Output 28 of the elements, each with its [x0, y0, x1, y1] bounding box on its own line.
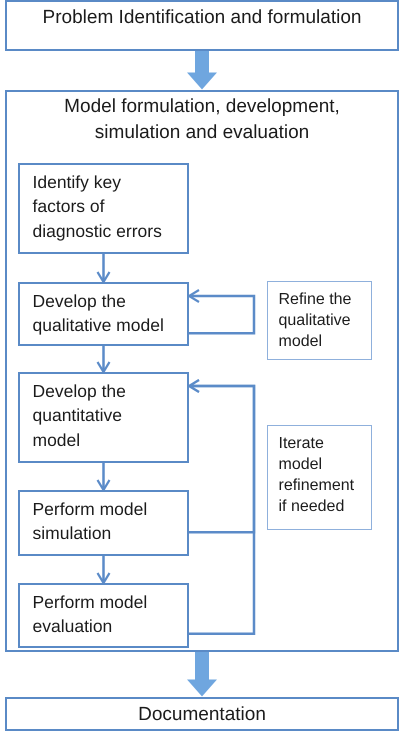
step-label: Develop the qualitative model — [32, 290, 165, 337]
process-box — [18, 162, 188, 254]
group-box — [5, 90, 399, 652]
process-box — [18, 582, 188, 648]
box-label: Documentation — [138, 702, 266, 726]
process-box — [5, 0, 399, 51]
group-title: Model formulation, development, simulation and evaluation — [63, 95, 341, 145]
process-box — [5, 697, 399, 731]
arrow — [96, 346, 111, 374]
step-label: Perform model simulation — [32, 498, 148, 545]
block-arrow — [187, 652, 217, 696]
note-box — [266, 280, 372, 360]
step-label: Develop the quantitative model — [32, 380, 127, 452]
arrow — [96, 556, 111, 584]
block-arrow — [187, 51, 217, 90]
note-text: Refine the qualitative model — [278, 290, 352, 352]
step-label: Perform model evaluation — [32, 590, 148, 638]
process-box — [18, 490, 188, 556]
feedback-arrow — [188, 378, 256, 635]
process-box — [18, 282, 188, 346]
process-box — [18, 372, 188, 462]
note-box — [266, 424, 372, 530]
arrow — [96, 463, 111, 492]
arrow — [96, 254, 111, 284]
step-label: Identify key factors of diagnostic errors — [32, 170, 163, 243]
box-label: Problem Identification and formulation — [42, 6, 362, 29]
note-text: Iterate model refinement if needed — [278, 434, 356, 516]
feedback-arrow — [188, 288, 256, 334]
